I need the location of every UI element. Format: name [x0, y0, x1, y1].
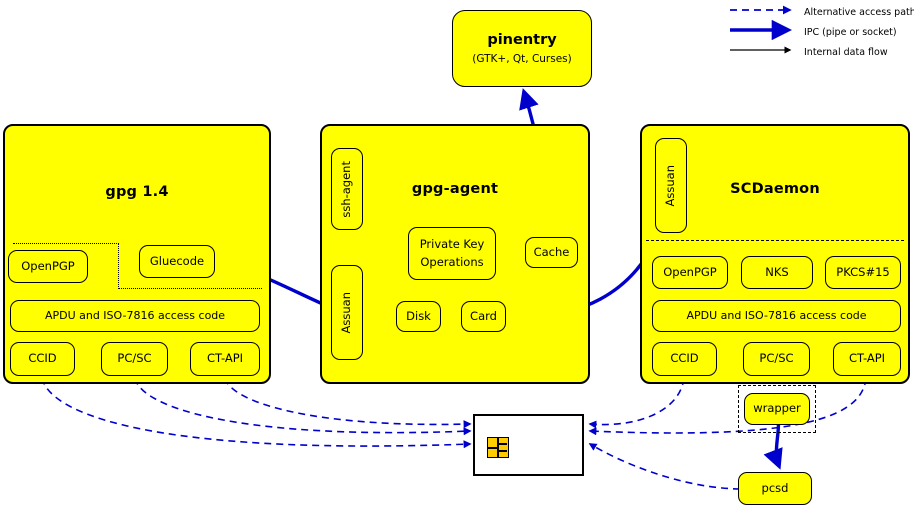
legend-label-internal-data-flow: Internal data flow: [804, 46, 888, 58]
gpg-agent-card-label: Card: [470, 308, 497, 323]
gpg-agent-cache-box[interactable]: Cache: [525, 237, 578, 268]
gpg-block[interactable]: gpg 1.4: [3, 124, 271, 384]
gpg-agent-pko-line2: Operations: [420, 254, 484, 269]
wrapper-box[interactable]: wrapper: [744, 393, 810, 425]
gpg-agent-card-box[interactable]: Card: [461, 301, 506, 332]
scdaemon-assuan-label: Assuan: [663, 164, 678, 207]
legend: Alternative access paths IPC (pipe or so…: [726, 2, 914, 58]
legend-label-ipc: IPC (pipe or socket): [804, 26, 897, 38]
scdaemon-assuan-box[interactable]: Assuan: [655, 138, 687, 233]
gpg-gluecode-box[interactable]: Gluecode: [139, 245, 215, 278]
gpg-agent-pko-line1: Private Key: [419, 237, 485, 252]
gpg-driver-ccid-label: CCID: [28, 351, 57, 366]
gpg-dotted-separator-vertical: [118, 243, 119, 289]
gpg-driver-ccid-box[interactable]: CCID: [10, 342, 75, 376]
pcsd-box[interactable]: pcsd: [738, 472, 812, 505]
gpg-agent-assuan-label: Assuan: [339, 291, 354, 334]
scdaemon-driver-ctapi-box[interactable]: CT-API: [833, 342, 901, 376]
edge-alt-scd-ccid-to-card: [588, 377, 685, 429]
smart-card[interactable]: [473, 414, 584, 476]
pinentry-title: pinentry: [487, 32, 557, 49]
gpg-agent-title: gpg-agent: [411, 181, 499, 197]
gpg-agent-private-key-operations-box[interactable]: Private Key Operations: [408, 227, 496, 280]
pinentry-box[interactable]: pinentry (GTK+, Qt, Curses): [452, 10, 592, 87]
gpg-agent-assuan-box[interactable]: Assuan: [331, 265, 363, 360]
legend-item-internal-data-flow: Internal data flow: [800, 44, 888, 60]
gpg-openpgp-label: OpenPGP: [21, 258, 75, 273]
scdaemon-driver-pcsc-label: PC/SC: [759, 351, 794, 366]
gpg-agent-cache-label: Cache: [533, 244, 570, 259]
wrapper-label: wrapper: [753, 401, 801, 416]
gpg-dotted-separator-bottom: [118, 288, 262, 289]
edge-alt-gpg-ccid-to-card: [41, 377, 472, 449]
scdaemon-driver-ccid-label: CCID: [670, 351, 699, 366]
gpg-dotted-separator-top: [13, 243, 119, 244]
edge-alt-scd-ctapi-to-card: [588, 377, 867, 436]
scdaemon-driver-pcsc-box[interactable]: PC/SC: [743, 342, 810, 376]
scdaemon-driver-ctapi-label: CT-API: [848, 351, 886, 366]
legend-label-alternative-access-paths: Alternative access paths: [804, 6, 914, 18]
gpg-agent-ssh-agent-label: ssh-agent: [339, 160, 354, 218]
legend-item-alternative-access-paths: Alternative access paths: [800, 4, 914, 20]
scdaemon-title: SCDaemon: [730, 181, 820, 197]
gpg-title: gpg 1.4: [105, 184, 169, 200]
scdaemon-app-nks-box[interactable]: NKS: [741, 256, 813, 289]
gpg-driver-ctapi-box[interactable]: CT-API: [190, 342, 260, 376]
gpg-apdu-label: APDU and ISO-7816 access code: [44, 308, 226, 322]
edge-alt-gpg-pcsc-to-card: [134, 377, 472, 436]
scdaemon-app-openpgp-box[interactable]: OpenPGP: [652, 256, 728, 289]
gpg-agent-ssh-agent-box[interactable]: ssh-agent: [331, 148, 363, 230]
gpg-agent-disk-label: Disk: [406, 308, 431, 323]
gpg-openpgp-box[interactable]: OpenPGP: [8, 250, 88, 283]
scdaemon-apdu-box[interactable]: APDU and ISO-7816 access code: [652, 300, 901, 332]
scdaemon-app-openpgp-label: OpenPGP: [663, 264, 717, 279]
scdaemon-dashed-separator: [646, 240, 904, 241]
gpg-agent-disk-box[interactable]: Disk: [396, 301, 441, 332]
edge-alt-gpg-ctapi-to-card: [224, 377, 472, 429]
gpg-apdu-box[interactable]: APDU and ISO-7816 access code: [10, 300, 260, 332]
legend-item-ipc: IPC (pipe or socket): [800, 24, 897, 40]
scdaemon-apdu-label: APDU and ISO-7816 access code: [686, 308, 867, 322]
scdaemon-driver-ccid-box[interactable]: CCID: [652, 342, 717, 376]
scdaemon-app-pkcs15-box[interactable]: PKCS#15: [825, 256, 901, 289]
edge-alt-pcsd-to-card: [588, 443, 741, 490]
scdaemon-app-nks-label: NKS: [765, 264, 789, 279]
smart-card-chip-icon: [487, 437, 509, 458]
gpg-gluecode-label: Gluecode: [149, 253, 205, 268]
gpg-driver-ctapi-label: CT-API: [206, 351, 244, 366]
wrapper-dashed-group: [738, 385, 816, 433]
pinentry-subtitle: (GTK+, Qt, Curses): [472, 52, 572, 65]
scdaemon-app-pkcs15-label: PKCS#15: [836, 264, 890, 279]
pcsd-label: pcsd: [761, 480, 789, 495]
gpg-driver-pcsc-label: PC/SC: [117, 351, 152, 366]
gpg-driver-pcsc-box[interactable]: PC/SC: [101, 342, 168, 376]
